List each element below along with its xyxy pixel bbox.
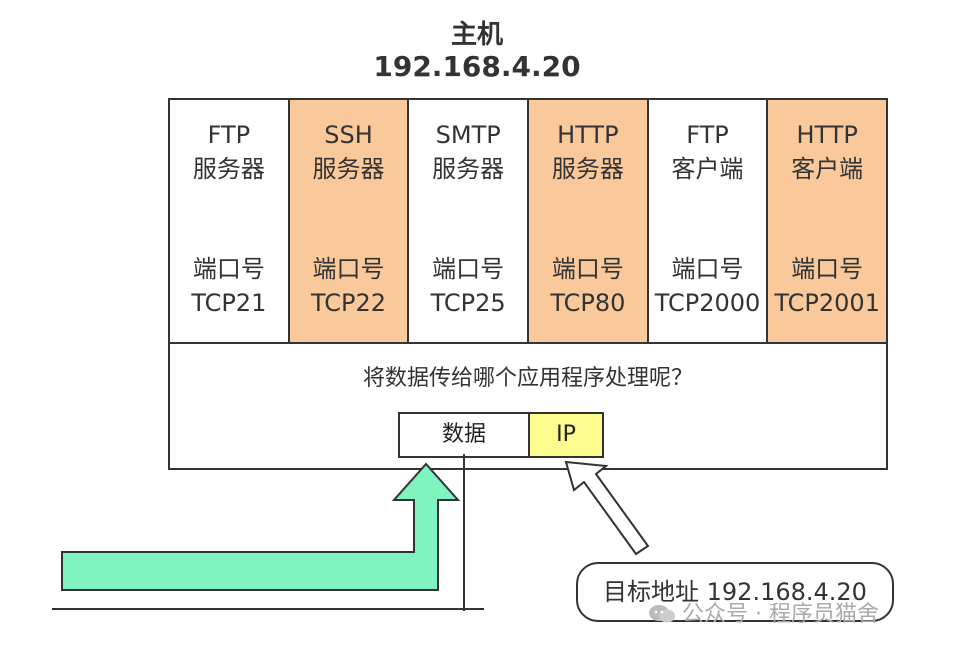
app-name: HTTP bbox=[796, 121, 858, 149]
app-role: 服务器 bbox=[551, 155, 624, 183]
app-smtp-server: SMTP 服务器 端口号 TCP25 bbox=[409, 100, 530, 342]
packet: 数据 IP bbox=[398, 412, 604, 458]
app-role: 客户端 bbox=[671, 155, 744, 183]
app-role: 客户端 bbox=[791, 155, 864, 183]
port-number: TCP22 bbox=[310, 289, 387, 317]
host-ip: 192.168.4.20 bbox=[373, 50, 581, 83]
incoming-flow-arrow bbox=[61, 462, 461, 591]
app-http-client: HTTP 客户端 端口号 TCP2001 bbox=[768, 100, 887, 342]
port-label: 端口号 bbox=[312, 255, 385, 283]
port-label: 端口号 bbox=[432, 255, 505, 283]
host-box: FTP 服务器 端口号 TCP21 SSH 服务器 端口号 TCP22 SMTP 服务器 … bbox=[168, 98, 888, 470]
app-name: FTP bbox=[686, 121, 729, 149]
app-role: 服务器 bbox=[432, 155, 505, 183]
port-number: TCP25 bbox=[430, 289, 506, 317]
watermark-text: 公众号 · 程序员猫舍 bbox=[682, 602, 879, 627]
packet-ip-field: IP bbox=[530, 414, 602, 456]
port-label: 端口号 bbox=[791, 255, 864, 283]
watermark: 公众号 · 程序员猫舍 bbox=[648, 596, 879, 628]
app-name: SMTP bbox=[435, 121, 501, 149]
port-number: TCP80 bbox=[550, 289, 626, 317]
port-label: 端口号 bbox=[671, 255, 744, 283]
port-label: 端口号 bbox=[192, 255, 265, 283]
host-name: 主机 bbox=[450, 20, 503, 50]
app-role: 服务器 bbox=[312, 155, 385, 183]
target-pointer-arrow bbox=[564, 460, 650, 556]
port-label: 端口号 bbox=[551, 255, 624, 283]
app-ftp-client: FTP 客户端 端口号 TCP2000 bbox=[648, 100, 769, 342]
app-name: FTP bbox=[207, 121, 251, 149]
app-name: SSH bbox=[324, 121, 373, 149]
app-ftp-server: FTP 服务器 端口号 TCP21 bbox=[170, 100, 290, 342]
app-ssh-server: SSH 服务器 端口号 TCP22 bbox=[289, 100, 410, 342]
port-number: TCP21 bbox=[191, 289, 267, 317]
packet-data-field: 数据 bbox=[400, 414, 530, 456]
application-row: FTP 服务器 端口号 TCP21 SSH 服务器 端口号 TCP22 SMTP 服务器 … bbox=[170, 100, 887, 344]
wechat-icon bbox=[649, 605, 675, 623]
dispatch-question: 将数据传给哪个应用程序处理呢？ bbox=[362, 366, 693, 391]
port-number: TCP2000 bbox=[654, 289, 761, 317]
app-role: 服务器 bbox=[192, 155, 265, 183]
app-name: HTTP bbox=[557, 121, 619, 149]
app-http-server: HTTP 服务器 端口号 TCP80 bbox=[529, 100, 649, 342]
port-number: TCP2001 bbox=[774, 289, 880, 317]
target-address-label: 目标地址 192.168.4.20 bbox=[576, 562, 894, 622]
